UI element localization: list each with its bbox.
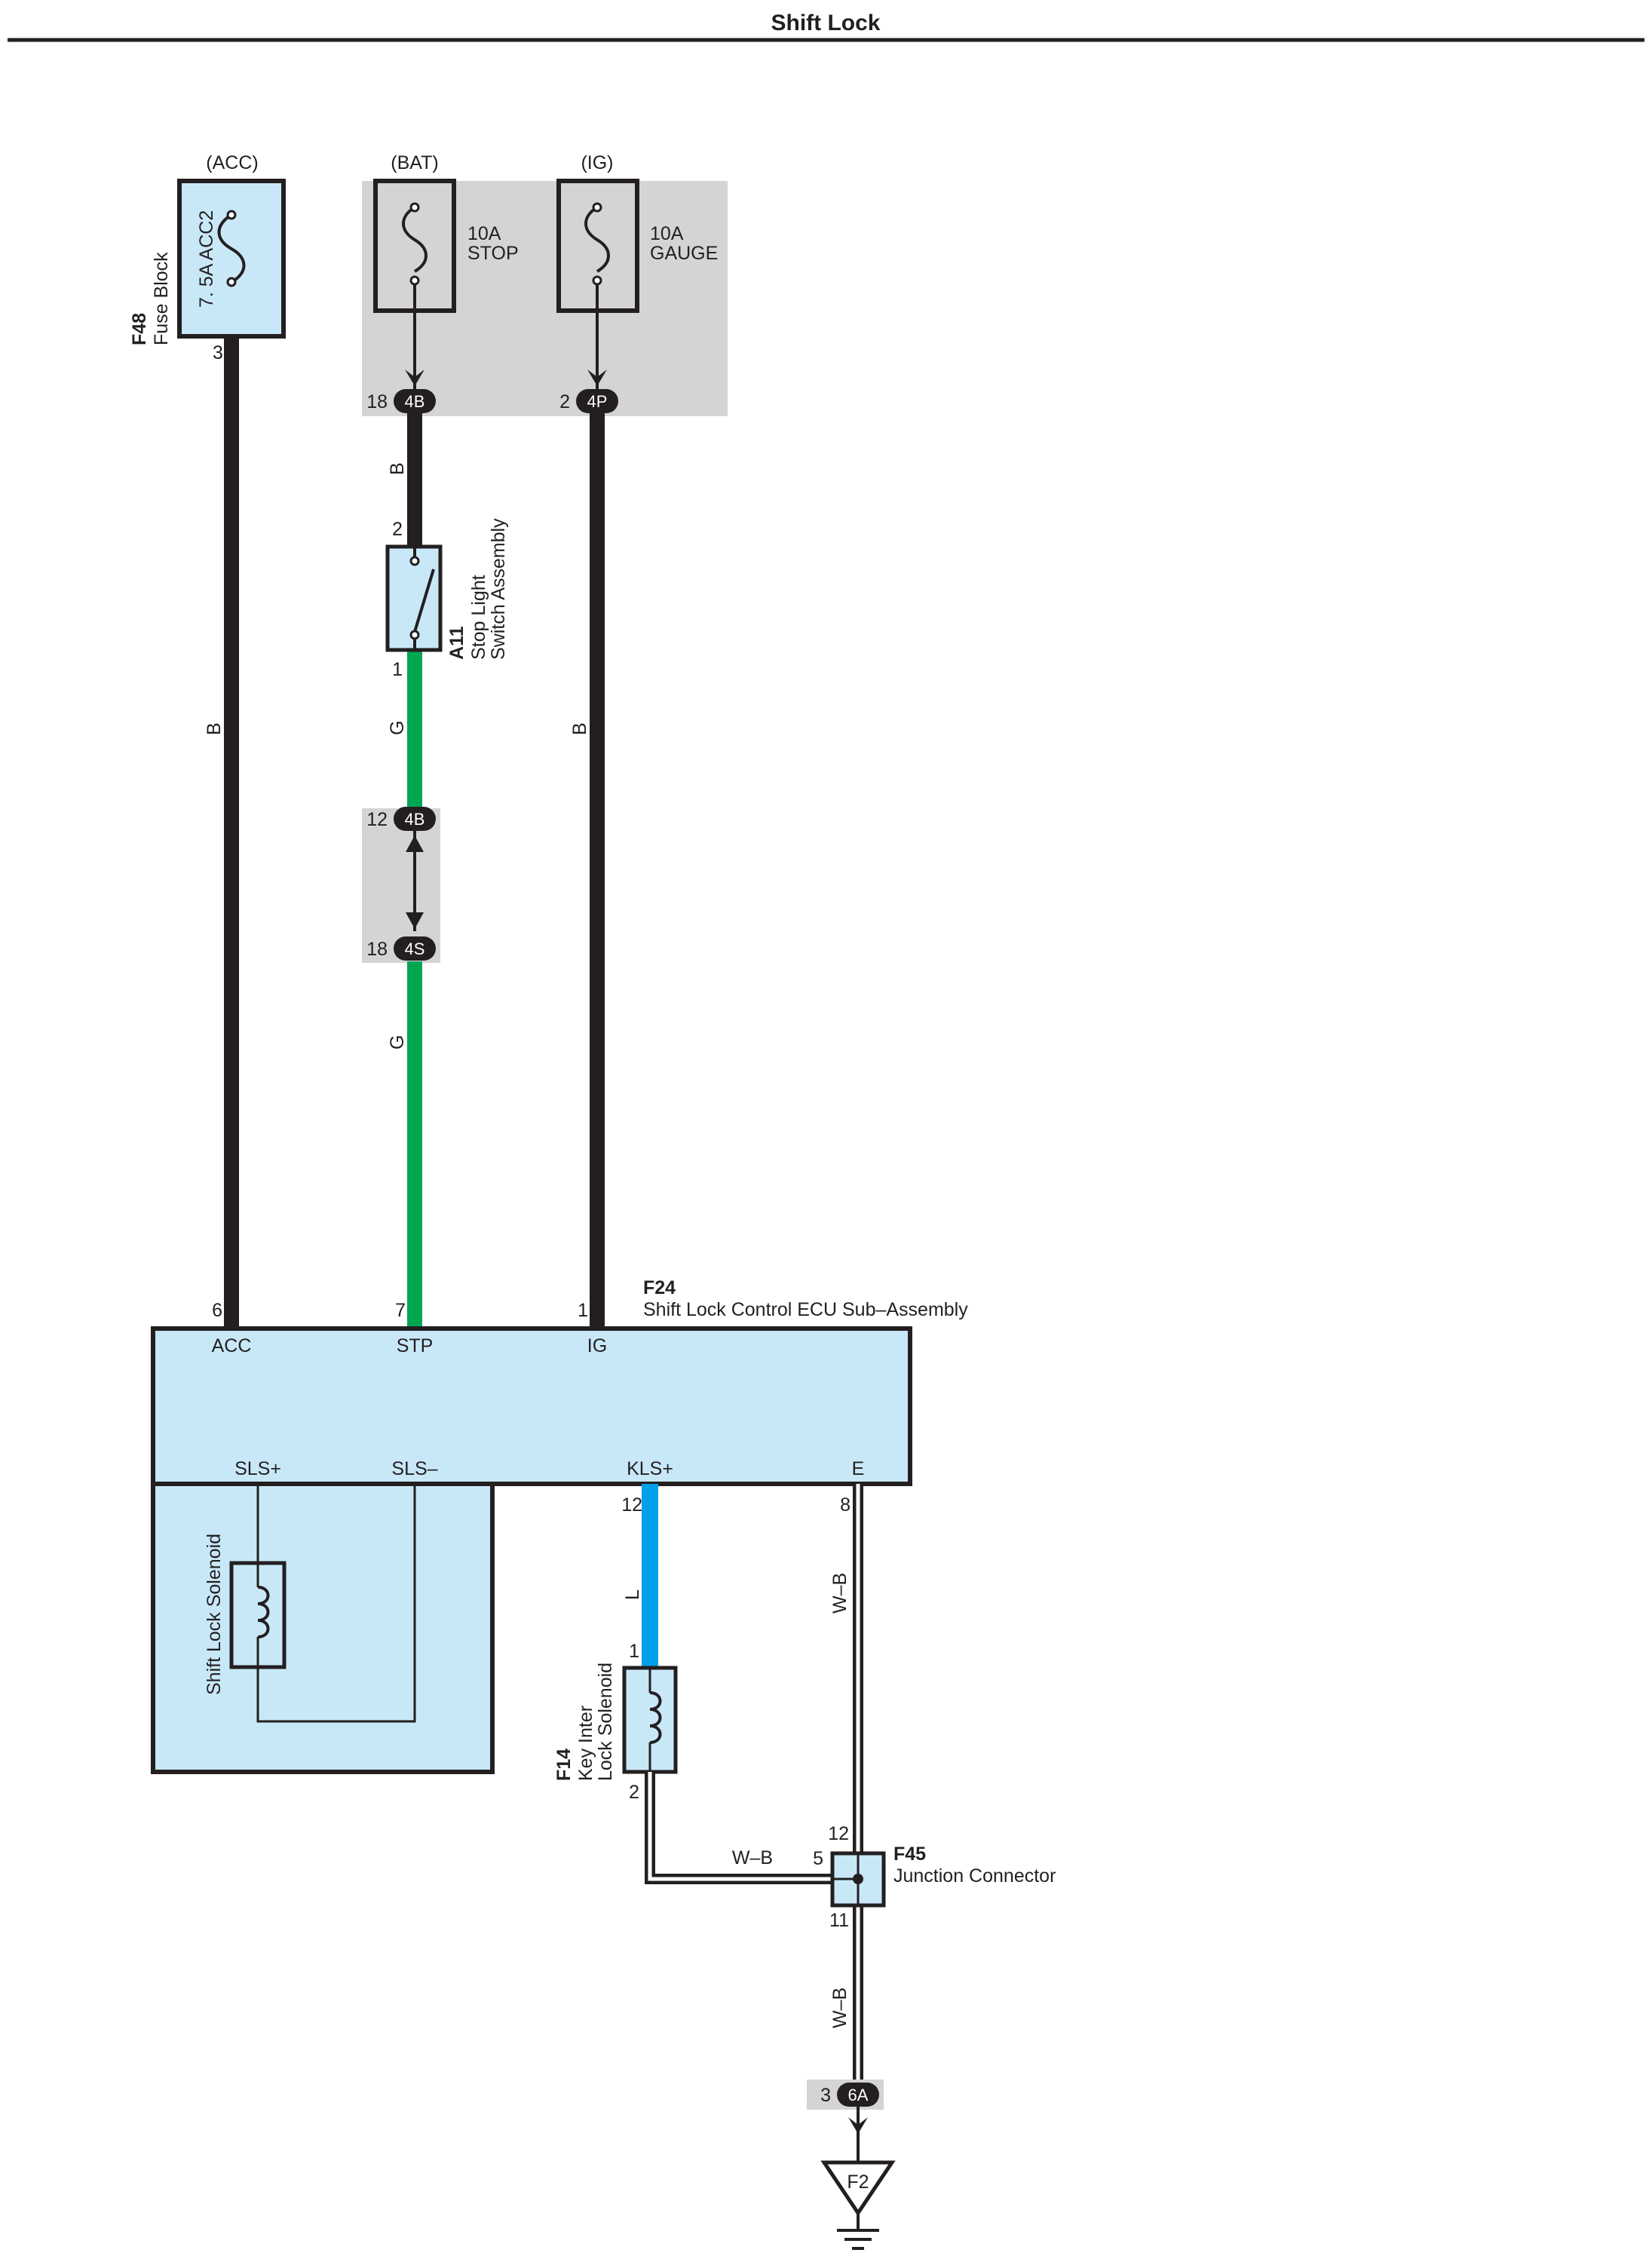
- svg-text:4P: 4P: [587, 392, 608, 411]
- svg-text:F14: F14: [553, 1749, 575, 1781]
- svg-text:5: 5: [813, 1848, 823, 1869]
- svg-text:18: 18: [366, 391, 388, 412]
- junction-connector-f45: 12 5 11 F45 Junction Connector: [813, 1823, 1056, 1931]
- fuse-block-pin: 3: [213, 342, 223, 363]
- svg-text:2: 2: [392, 519, 403, 540]
- connector-4s: 4S 18: [366, 936, 436, 961]
- svg-text:18: 18: [366, 939, 388, 960]
- pin-kls: 12: [621, 1494, 642, 1516]
- svg-text:IG: IG: [587, 1335, 607, 1356]
- svg-text:12: 12: [366, 809, 388, 830]
- fuse-block-f48: 7. 5A ACC2 F48 Fuse Block 3: [129, 179, 286, 363]
- fuse-symbol-icon: [584, 206, 610, 273]
- svg-text:7: 7: [395, 1300, 406, 1321]
- key-interlock-solenoid-f14: 1 2 F14 Key Inter Lock Solenoid: [553, 1641, 678, 1803]
- svg-text:3: 3: [820, 2085, 831, 2106]
- svg-text:ACC: ACC: [212, 1335, 252, 1356]
- ground-f2: F2: [820, 2160, 896, 2250]
- svg-text:1: 1: [629, 1641, 639, 1662]
- svg-text:Key Inter: Key Inter: [575, 1706, 596, 1781]
- fuse-gauge-amp: 10A: [650, 223, 684, 244]
- svg-text:1: 1: [392, 659, 403, 680]
- svg-text:Switch Assembly: Switch Assembly: [488, 518, 509, 660]
- svg-text:F45: F45: [893, 1844, 926, 1865]
- junction-block-shade-top: [362, 181, 728, 416]
- arrow-down-icon: [406, 912, 424, 929]
- connector-4p: 4P 2: [559, 389, 618, 413]
- coil-icon: [257, 1586, 270, 1638]
- svg-text:4B: 4B: [405, 810, 425, 829]
- svg-text:KLS+: KLS+: [627, 1458, 673, 1479]
- svg-text:6: 6: [212, 1300, 222, 1321]
- svg-text:A11: A11: [446, 626, 467, 660]
- wire-label-kls: L: [622, 1589, 643, 1600]
- fuse-block-code: F48: [129, 313, 150, 345]
- wire-key-ground: [645, 1772, 832, 1884]
- fuse-stop-name: STOP: [467, 243, 519, 264]
- wire-label-stp-lower: G: [387, 1035, 408, 1050]
- wire-label-key-ground: W–B: [732, 1847, 773, 1868]
- page-title: Shift Lock: [771, 11, 880, 35]
- wire-label-stp-upper: B: [387, 462, 408, 475]
- svg-text:Shift Lock Solenoid: Shift Lock Solenoid: [204, 1534, 225, 1695]
- svg-text:Stop Light: Stop Light: [468, 575, 489, 660]
- arrow-up-icon: [406, 835, 424, 852]
- fuse-stop-amp: 10A: [467, 223, 501, 244]
- ecu-name: Shift Lock Control ECU Sub–Assembly: [643, 1299, 968, 1320]
- fuse-block-name: Fuse Block: [151, 252, 172, 345]
- svg-text:2: 2: [629, 1782, 639, 1803]
- ground-triangle-icon: [820, 2160, 896, 2217]
- svg-text:4B: 4B: [405, 392, 425, 411]
- svg-text:6A: 6A: [848, 2086, 869, 2104]
- switch-contact-icon: [413, 569, 435, 633]
- stop-light-switch-a11: 2 1 A11 Stop Light Switch Assembly: [385, 518, 509, 680]
- coil-icon: [649, 1691, 662, 1744]
- svg-text:Lock Solenoid: Lock Solenoid: [595, 1663, 616, 1781]
- pin-e: 8: [840, 1494, 851, 1516]
- connector-6a: 6A 3: [820, 2083, 879, 2107]
- svg-text:2: 2: [559, 391, 570, 412]
- svg-text:Junction Connector: Junction Connector: [893, 1865, 1056, 1887]
- power-source-ig: (IG): [581, 152, 613, 173]
- connector-4b-top: 4B 18: [366, 389, 436, 413]
- svg-text:4S: 4S: [405, 939, 425, 958]
- arrow-down-icon: [587, 369, 607, 386]
- wire-label-ig: B: [569, 722, 590, 735]
- svg-text:E: E: [852, 1458, 865, 1479]
- fuse-symbol-icon: [402, 206, 428, 273]
- svg-text:SLS+: SLS+: [234, 1458, 281, 1479]
- svg-text:F2: F2: [847, 2172, 869, 2193]
- arrow-down-icon: [405, 369, 424, 386]
- shift-lock-ecu-f24: F24 Shift Lock Control ECU Sub–Assembly …: [151, 1277, 968, 1486]
- fuse-stop: 10A STOP: [373, 179, 519, 313]
- svg-text:1: 1: [578, 1300, 588, 1321]
- junction-dot-icon: [853, 1874, 863, 1884]
- fuse-gauge-name: GAUGE: [650, 243, 718, 264]
- ecu-code: F24: [643, 1277, 676, 1298]
- wire-label-ground-lower: W–B: [829, 1988, 851, 2028]
- svg-text:STP: STP: [397, 1335, 434, 1356]
- shift-lock-solenoid: Shift Lock Solenoid: [151, 1482, 495, 1774]
- svg-text:12: 12: [828, 1823, 849, 1844]
- fuse-symbol-icon: [217, 213, 246, 284]
- power-source-acc: (ACC): [206, 152, 258, 173]
- wire-label-acc: B: [204, 722, 225, 735]
- wire-label-ground-upper: W–B: [829, 1573, 851, 1614]
- connector-4b-mid: 4B 12: [366, 807, 436, 831]
- svg-text:11: 11: [829, 1910, 849, 1931]
- wire-label-stp-mid: G: [387, 721, 408, 735]
- arrow-down-icon: [848, 2117, 868, 2134]
- fuse-acc2-label: 7. 5A ACC2: [196, 210, 217, 308]
- svg-text:SLS–: SLS–: [391, 1458, 437, 1479]
- power-source-bat: (BAT): [391, 152, 438, 173]
